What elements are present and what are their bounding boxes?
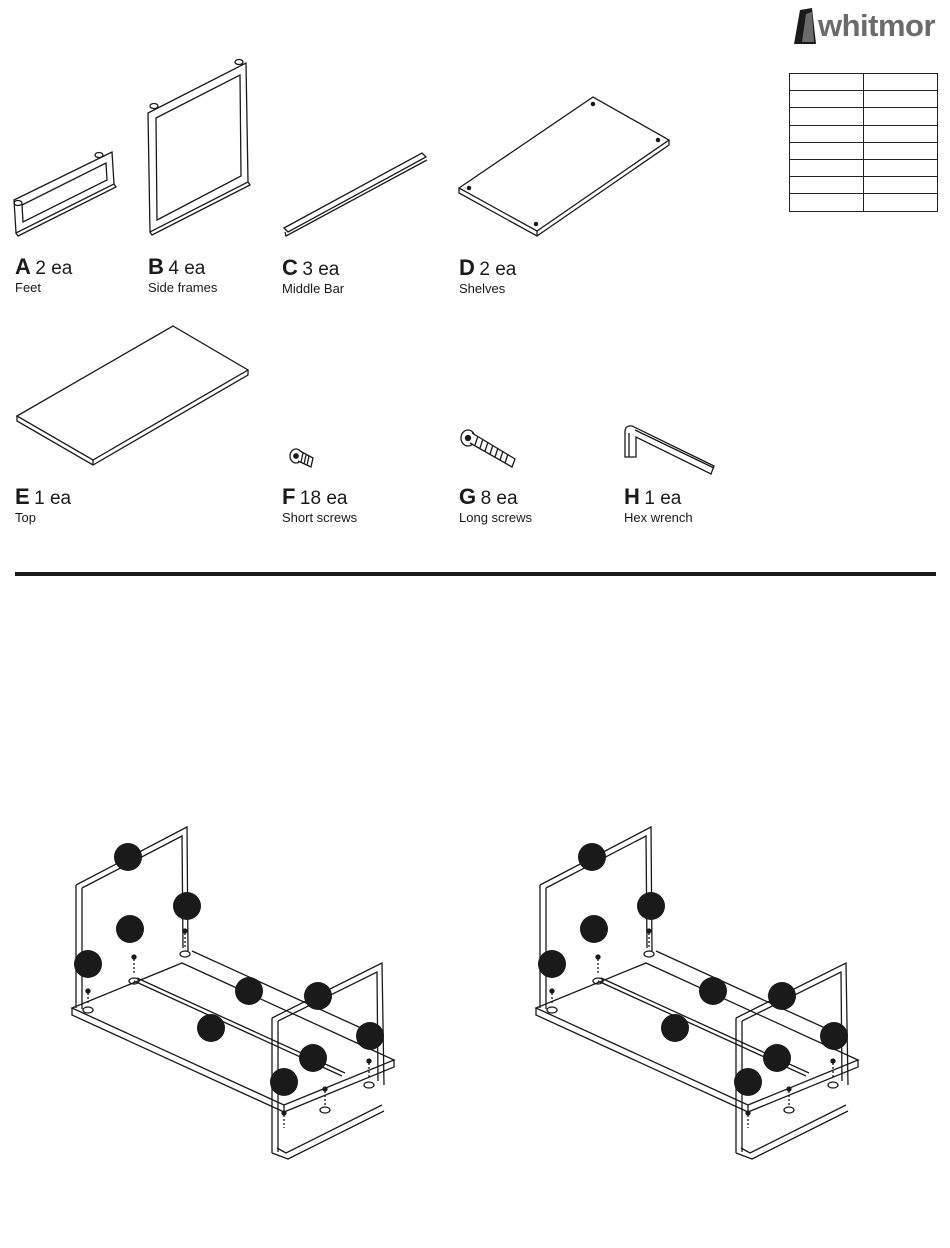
part-label-e: E 1 ea Top	[15, 486, 71, 524]
short-screw-illustration	[290, 449, 313, 467]
assembly-diagram-left	[72, 823, 402, 1163]
side-frame-illustration	[148, 60, 250, 236]
part-label-a: A 2 ea Feet	[15, 256, 72, 294]
part-label-g: G 8 ea Long screws	[459, 486, 532, 524]
hex-wrench-illustration	[625, 426, 714, 474]
middle-bar-illustration	[284, 153, 427, 236]
long-screw-illustration	[461, 430, 515, 467]
shelf-illustration	[459, 97, 669, 236]
part-label-d: D 2 ea Shelves	[459, 257, 516, 295]
assembly-diagram-right	[536, 823, 866, 1163]
part-label-b: B 4 ea Side frames	[148, 256, 217, 294]
part-label-c: C 3 ea Middle Bar	[282, 257, 344, 295]
section-divider	[15, 572, 936, 576]
top-board-illustration	[17, 326, 248, 465]
part-label-f: F 18 ea Short screws	[282, 486, 357, 524]
part-label-h: H 1 ea Hex wrench	[624, 486, 693, 524]
feet-illustration	[14, 152, 116, 236]
